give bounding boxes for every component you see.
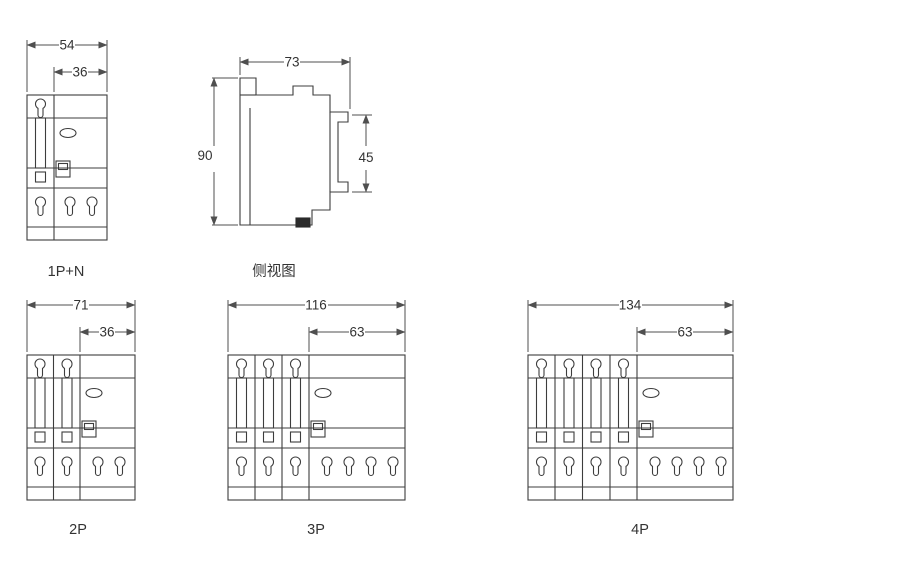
dim-value: 36 (99, 325, 114, 340)
terminal-screw (617, 431, 630, 443)
dim-value: 134 (619, 298, 642, 313)
toggle-slot (289, 377, 302, 429)
view-label-side: 侧视图 (252, 263, 296, 280)
dim-value: 36 (72, 65, 87, 80)
panel-lines (240, 94, 331, 225)
panel-lines (27, 95, 107, 240)
terminal-screw (563, 431, 575, 443)
bottom-terminal-holes (235, 456, 399, 477)
top-terminal-holes (235, 358, 302, 379)
dim-value: 116 (305, 298, 327, 313)
terminal-screw (61, 431, 73, 443)
dim-2p-rcd: 36 (79, 325, 136, 352)
bottom-terminal-holes (34, 196, 98, 217)
dim-value: 73 (284, 55, 299, 70)
dim-value: 90 (197, 148, 212, 163)
dim-value: 63 (677, 325, 692, 340)
toggle-slot (590, 377, 602, 429)
top-terminal-holes (34, 98, 47, 119)
view-2p: 71 36 (26, 298, 136, 538)
toggle-slot (262, 377, 275, 429)
breaker-body-2p (26, 354, 136, 501)
breaker-body-4p (527, 354, 734, 501)
test-button (59, 127, 77, 139)
test-button (314, 387, 332, 399)
side-profile-outline (239, 77, 349, 226)
view-label-1pn: 1P+N (48, 264, 85, 280)
din-clip (295, 217, 311, 228)
neutral-terminal (310, 420, 326, 438)
view-1pn: 54 36 (26, 38, 108, 280)
dim-side-height: 90 (197, 77, 238, 226)
terminal-screw (34, 171, 47, 183)
neutral-terminal (55, 160, 71, 178)
dim-value: 54 (59, 38, 75, 53)
test-button (642, 387, 660, 399)
dim-side-width: 73 (239, 55, 351, 109)
terminal-screw (262, 431, 275, 443)
panel-lines (27, 355, 135, 500)
dim-3p-overall: 116 (227, 298, 406, 352)
view-4p: 134 63 (527, 298, 734, 538)
side-profile (239, 77, 349, 228)
dim-2p-overall: 71 (26, 298, 136, 352)
toggle-slot (617, 377, 630, 429)
panel-lines (228, 355, 405, 500)
view-label-4p: 4P (631, 522, 649, 538)
toggle-slot (34, 117, 47, 169)
breaker-body-1pn (26, 94, 108, 241)
dim-1pn-overall: 54 (26, 38, 108, 92)
dim-3p-rcd: 63 (308, 325, 406, 352)
dim-4p-overall: 134 (527, 298, 734, 352)
toggle-slot (535, 377, 548, 429)
view-label-2p: 2P (69, 522, 87, 538)
neutral-terminal (81, 420, 97, 438)
terminal-screw (535, 431, 548, 443)
dim-4p-rcd: 63 (636, 325, 734, 352)
bottom-terminal-holes (535, 456, 727, 477)
terminal-screw (289, 431, 302, 443)
toggle-slot (235, 377, 248, 429)
breaker-body-3p (227, 354, 406, 501)
panel-lines (528, 355, 733, 500)
terminal-screw (34, 431, 46, 443)
view-3p: 116 63 (227, 298, 406, 538)
dim-value: 45 (358, 150, 373, 165)
terminal-screw (590, 431, 602, 443)
toggle-slot (34, 377, 46, 429)
toggle-slot (563, 377, 575, 429)
dim-1pn-rcd: 36 (53, 65, 108, 92)
view-side: 73 90 45 侧视图 (197, 55, 373, 281)
view-label-3p: 3P (307, 522, 325, 538)
test-button (85, 387, 103, 399)
dim-value: 63 (349, 325, 364, 340)
toggle-slot (61, 377, 73, 429)
neutral-terminal (638, 420, 654, 438)
terminal-screw (235, 431, 248, 443)
dim-value: 71 (73, 298, 88, 313)
dim-side-rear: 45 (352, 114, 374, 193)
